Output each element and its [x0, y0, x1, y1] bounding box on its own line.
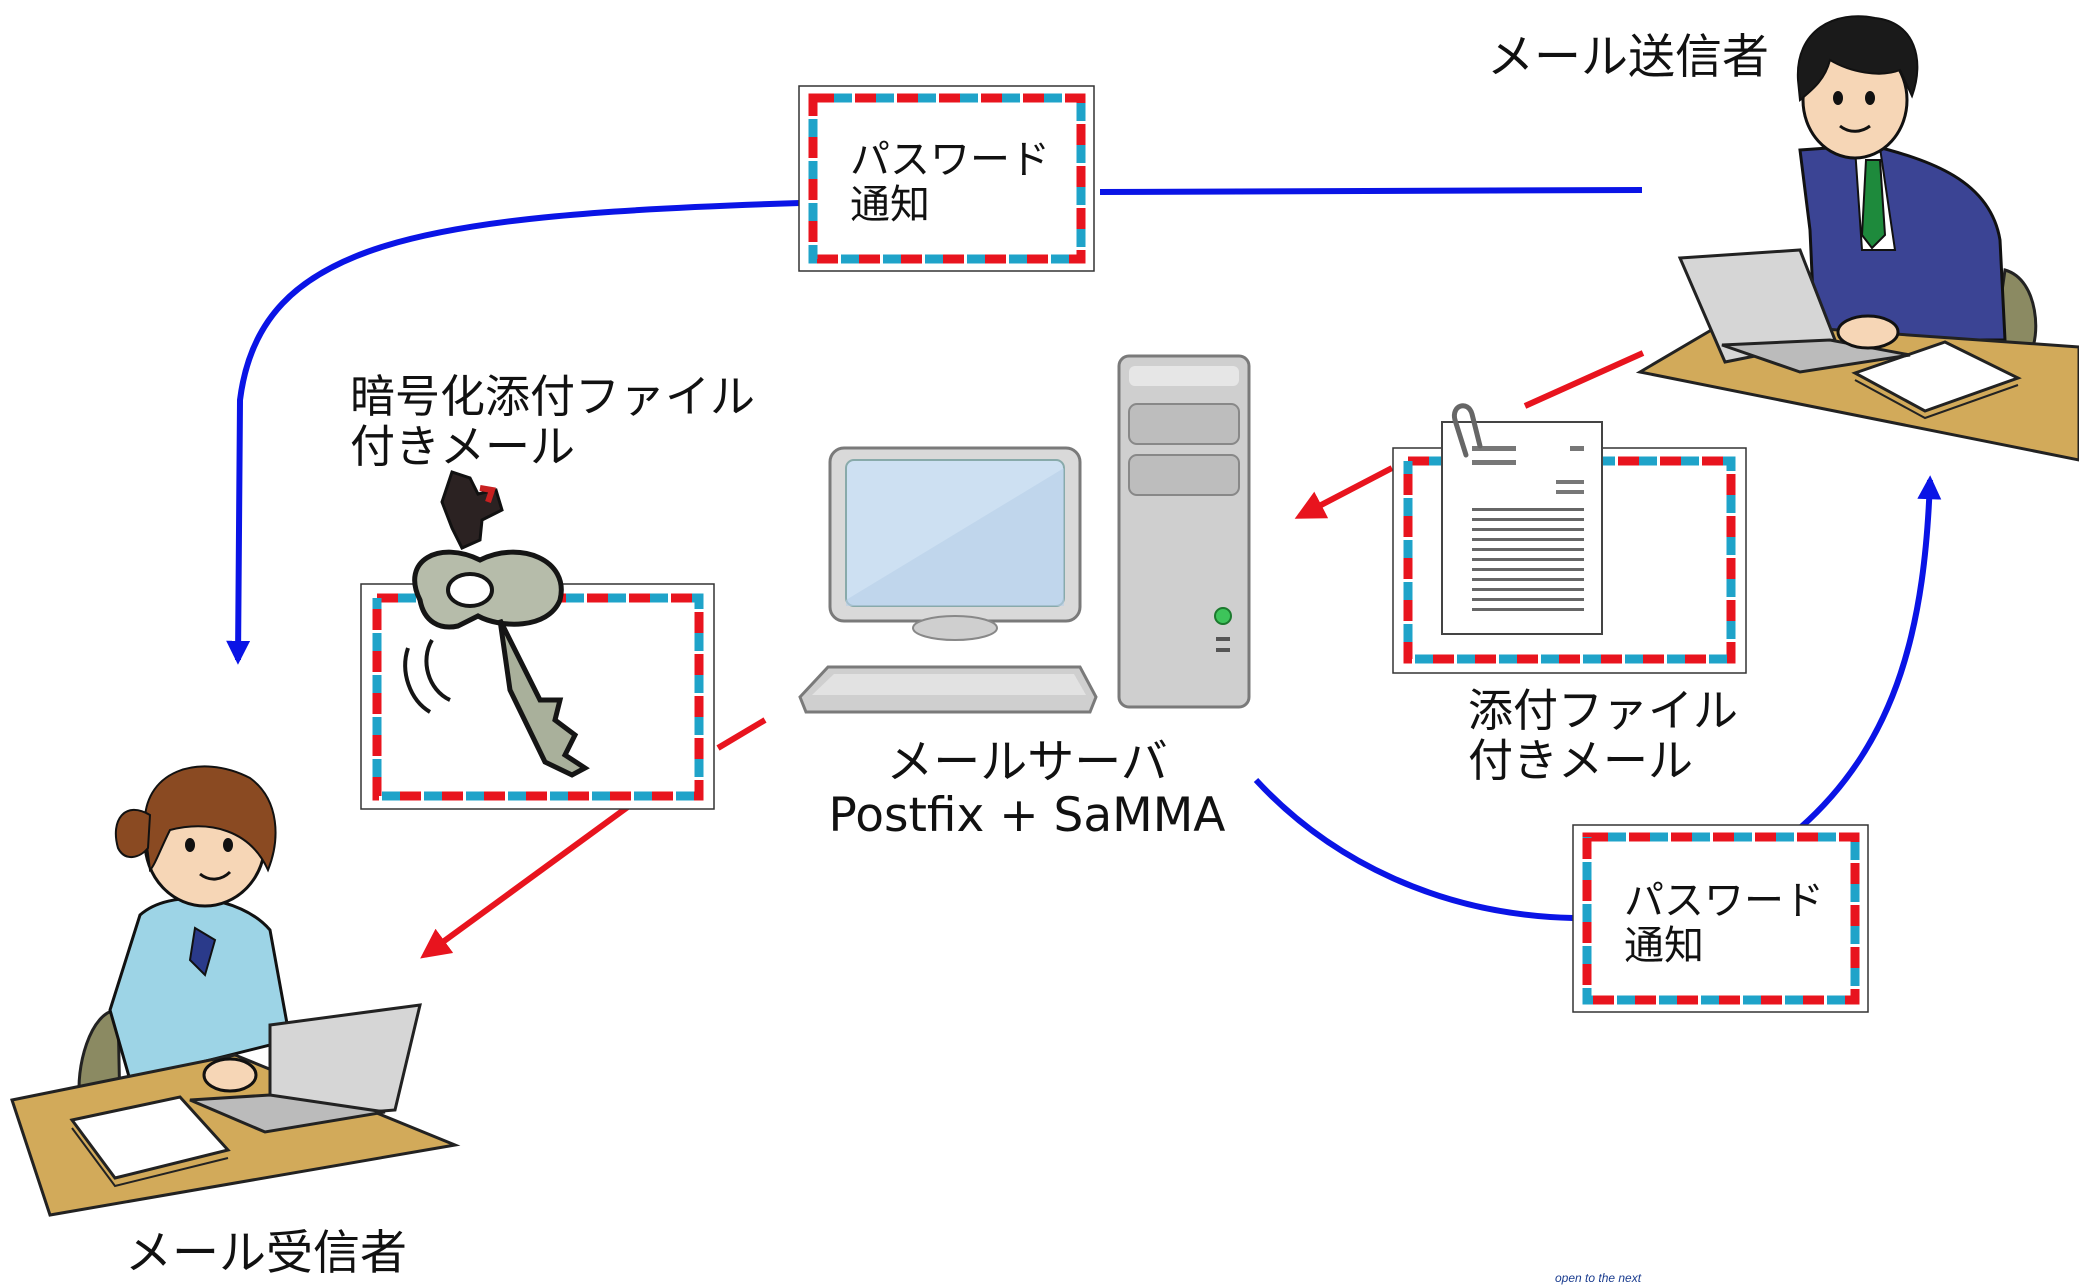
server-label-line1: メールサーバ [886, 735, 1168, 790]
server-label-line2: Postfix + SaMMA [828, 787, 1226, 843]
attachment-label-line1: 添付ファイル [1468, 684, 1739, 737]
encrypted-attachment-label-line2: 付きメール [350, 420, 576, 474]
attachment-label: 添付ファイル 付きメール [1468, 684, 1739, 788]
password-notice-bottom-line1: パスワード [1624, 878, 1824, 924]
password-notice-bottom-text: パスワード 通知 [1624, 879, 1824, 969]
password-notice-top-line2: 通知 [850, 181, 930, 228]
mail-flow-sender-to-server [1294, 350, 1645, 519]
server-label: メールサーバ Postfix + SaMMA [812, 735, 1242, 843]
key-icon [403, 470, 590, 778]
paperclip-icon [1451, 403, 1483, 458]
password-envelope-bottom [1572, 824, 1869, 1013]
password-flow-top [226, 187, 1643, 665]
password-flow-bottom [1253, 475, 1942, 921]
encrypted-attachment-label-line1: 暗号化添付ファイル [350, 370, 756, 423]
server-computer-icon [798, 354, 1251, 714]
document-icon [1441, 421, 1603, 635]
attachment-label-line2: 付きメール [1468, 734, 1694, 788]
receiver-person-icon [10, 765, 461, 1217]
password-notice-top-text: パスワード 通知 [850, 138, 1050, 228]
password-notice-top-line1: パスワード [850, 137, 1050, 183]
mail-flow-server-to-receiver [420, 717, 767, 959]
sender-label: メール送信者 [1487, 30, 1769, 85]
sender-person-icon [1635, 15, 2079, 462]
password-envelope-top [798, 85, 1095, 272]
password-notice-bottom-line2: 通知 [1624, 922, 1704, 969]
receiver-label: メール受信者 [125, 1226, 407, 1281]
encrypted-attachment-label: 暗号化添付ファイル 付きメール [350, 370, 756, 474]
watermark-text: open to the next [1555, 1271, 1642, 1285]
